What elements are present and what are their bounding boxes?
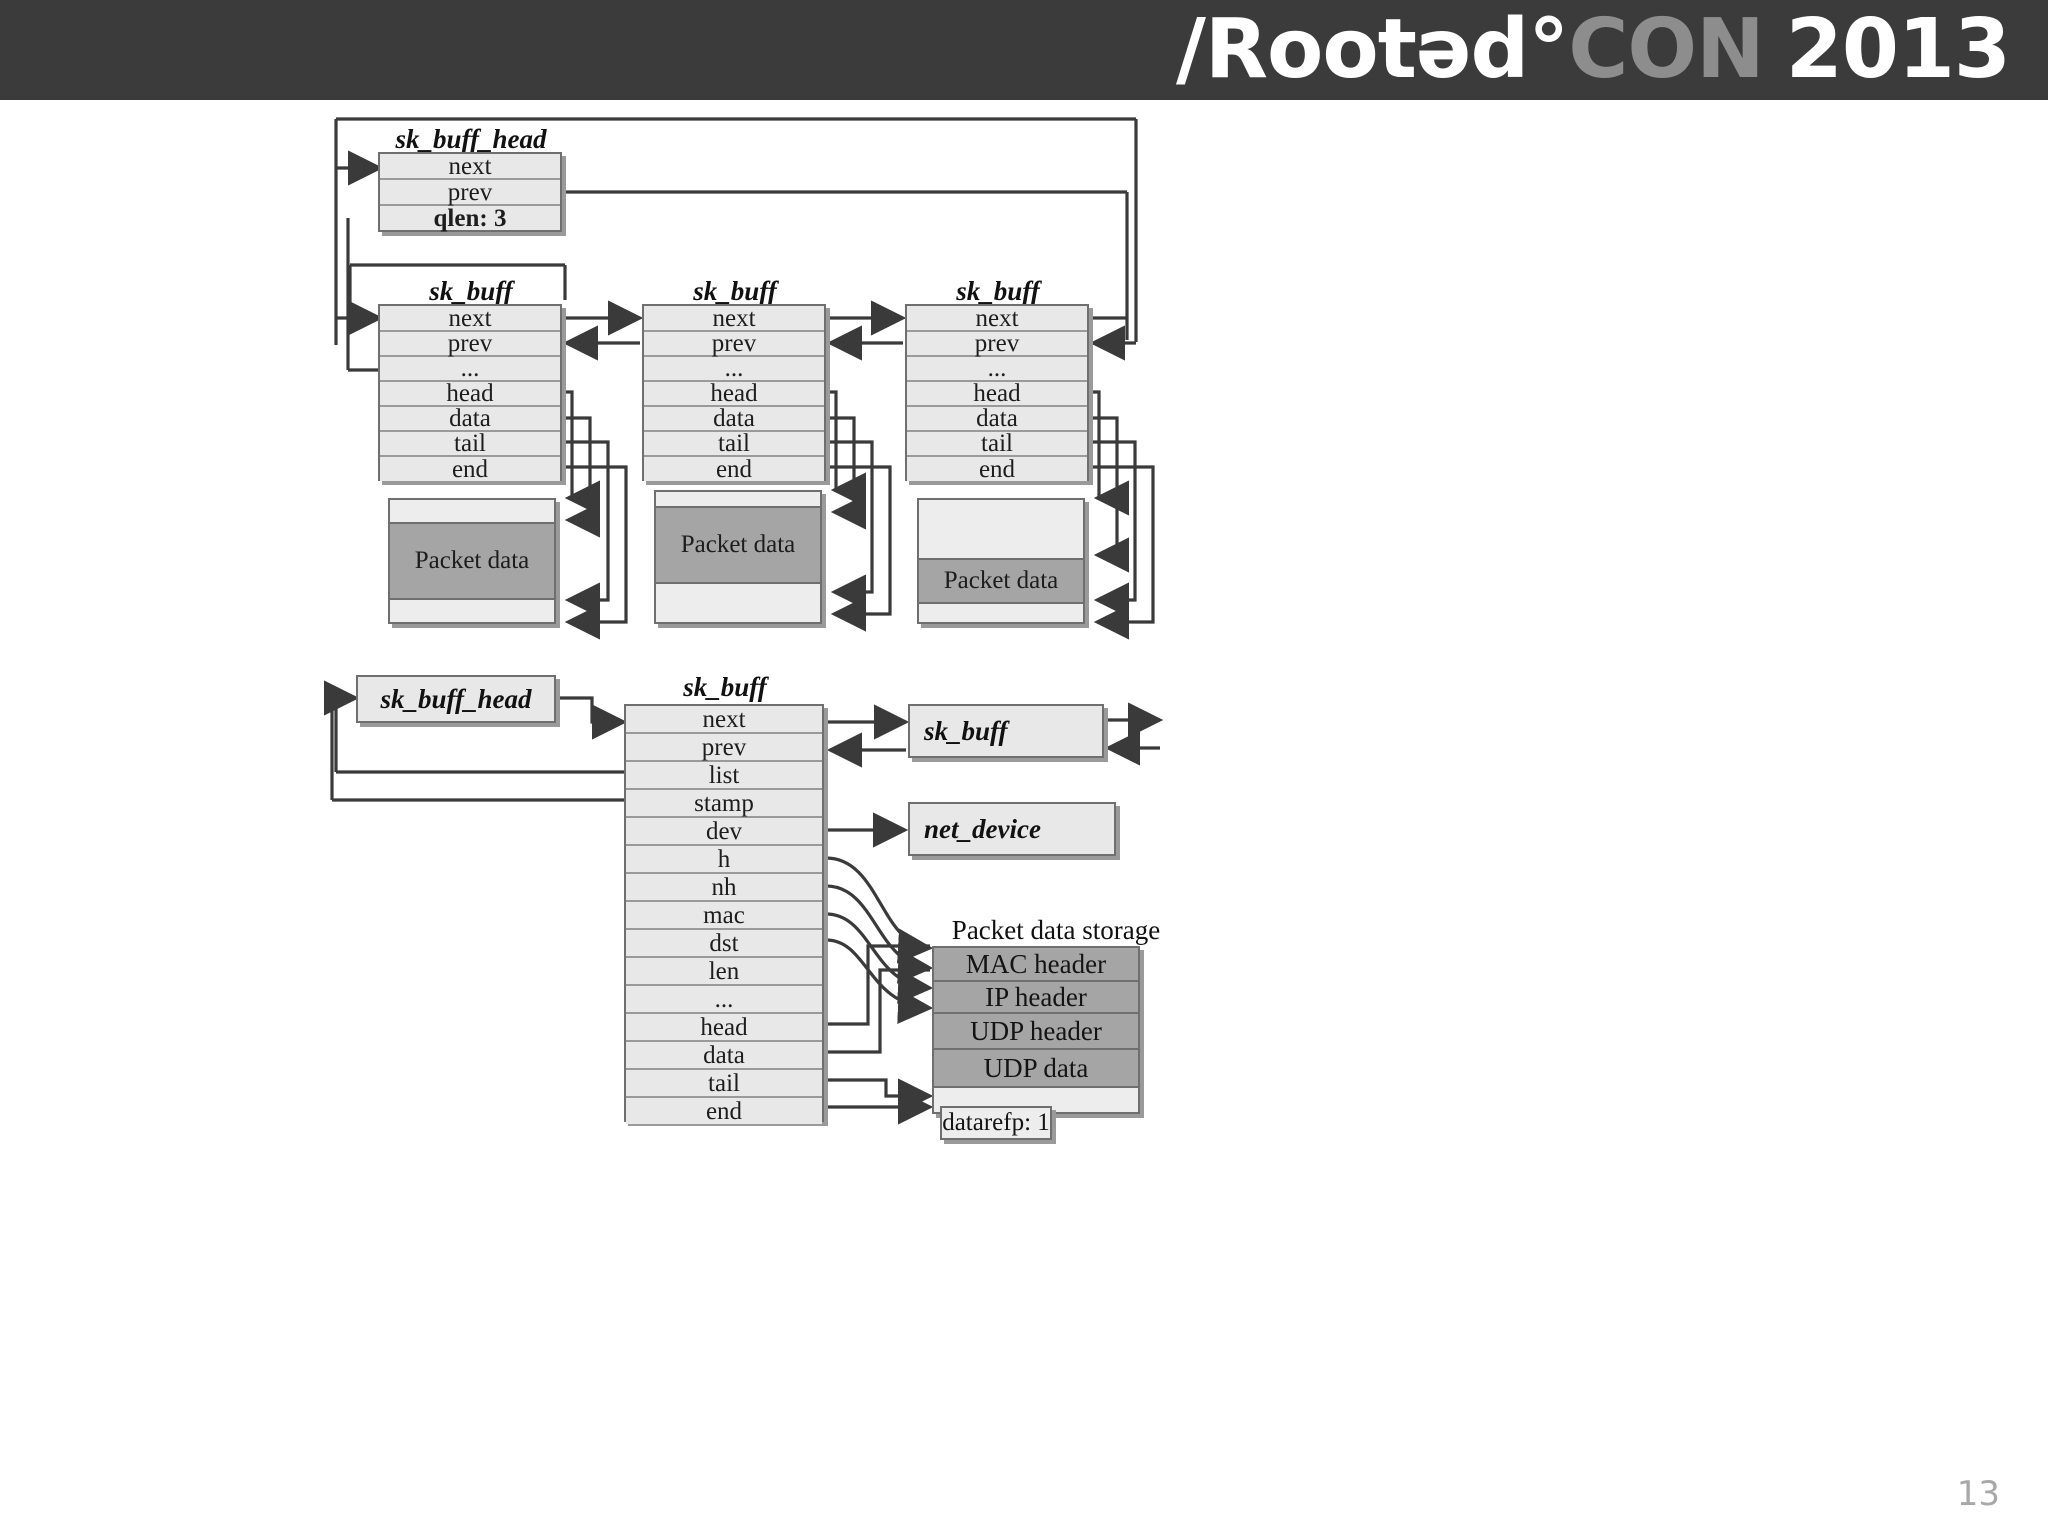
packet-data-band: Packet data [390,522,554,600]
field-end: end [644,457,824,482]
field-head: head [644,381,824,407]
field-qlen: qlen: 3 [380,206,560,231]
field-tail: tail [644,431,824,457]
sk-buff-box-bottom: next prev list stamp dev h nh mac dst le… [624,704,824,1124]
slide-canvas: sk_buff_head next prev qlen: 3 sk_buff n… [0,100,2048,1536]
field-ellipsis: ... [644,356,824,382]
field-list: list [626,762,822,790]
field-ellipsis: ... [380,356,560,382]
packet-data-band: Packet data [919,558,1083,604]
sk-buff-head-box-bottom: sk_buff_head [356,675,556,723]
field-dst: dst [626,930,822,958]
field-next: next [644,306,824,332]
headroom-band [656,492,820,506]
storage-row-ip-header: IP header [934,982,1138,1014]
field-next: next [626,706,822,734]
sk-buff-box-3: next prev ... head data tail end [905,304,1089,482]
sk-buff-caption-1: sk_buff [429,276,513,306]
field-prev: prev [380,331,560,357]
storage-row-mac-header: MAC header [934,948,1138,982]
sk-buff-caption-3: sk_buff [956,276,1040,306]
tailroom-band [390,600,554,622]
field-head: head [907,381,1087,407]
field-next: next [380,306,560,332]
page-number: 13 [1956,1474,2000,1514]
brand-rooted: /Rootəd° [1175,2,1569,97]
field-ellipsis: ... [626,986,822,1014]
field-next: next [380,154,560,180]
field-ellipsis: ... [907,356,1087,382]
storage-row-udp-header: UDP header [934,1014,1138,1050]
field-len: len [626,958,822,986]
field-data: data [380,406,560,432]
field-end: end [907,457,1087,482]
field-mac: mac [626,902,822,930]
field-stamp: stamp [626,790,822,818]
packet-data-storage-box: MAC header IP header UDP header UDP data [932,946,1140,1114]
field-prev: prev [626,734,822,762]
headroom-band [390,500,554,522]
sk-buff-neighbor-box: sk_buff [908,704,1104,758]
field-tail: tail [907,431,1087,457]
field-end: end [380,457,560,482]
sk-buff-head-box-top: next prev qlen: 3 [378,152,562,232]
field-data: data [907,406,1087,432]
field-end: end [626,1098,822,1124]
field-head: head [380,381,560,407]
field-data: data [644,406,824,432]
datarefp-box: datarefp: 1 [940,1106,1052,1140]
field-prev: prev [907,331,1087,357]
brand-con: CON [1568,2,1765,97]
sk-buff-box-1: next prev ... head data tail end [378,304,562,482]
net-device-box: net_device [908,802,1116,856]
field-tail: tail [626,1070,822,1098]
packet-data-band: Packet data [656,506,820,584]
sk-buff-caption-2: sk_buff [693,276,777,306]
sk-buff-box-2: next prev ... head data tail end [642,304,826,482]
field-prev: prev [644,331,824,357]
packet-data-storage-title: Packet data storage [951,915,1161,945]
sk-buff-caption-bottom: sk_buff [683,672,767,702]
field-h: h [626,846,822,874]
tailroom-band [919,604,1083,622]
sk-buff-head-caption-top: sk_buff_head [395,124,547,154]
headroom-band [919,500,1083,558]
packet-data-box-3: Packet data [917,498,1085,624]
brand-year: 2013 [1785,2,2011,97]
tailroom-band [656,584,820,622]
field-prev: prev [380,180,560,206]
field-next: next [907,306,1087,332]
field-nh: nh [626,874,822,902]
field-data: data [626,1042,822,1070]
packet-data-box-1: Packet data [388,498,556,624]
field-dev: dev [626,818,822,846]
field-head: head [626,1014,822,1042]
storage-row-udp-data: UDP data [934,1050,1138,1088]
packet-data-box-2: Packet data [654,490,822,624]
field-tail: tail [380,431,560,457]
